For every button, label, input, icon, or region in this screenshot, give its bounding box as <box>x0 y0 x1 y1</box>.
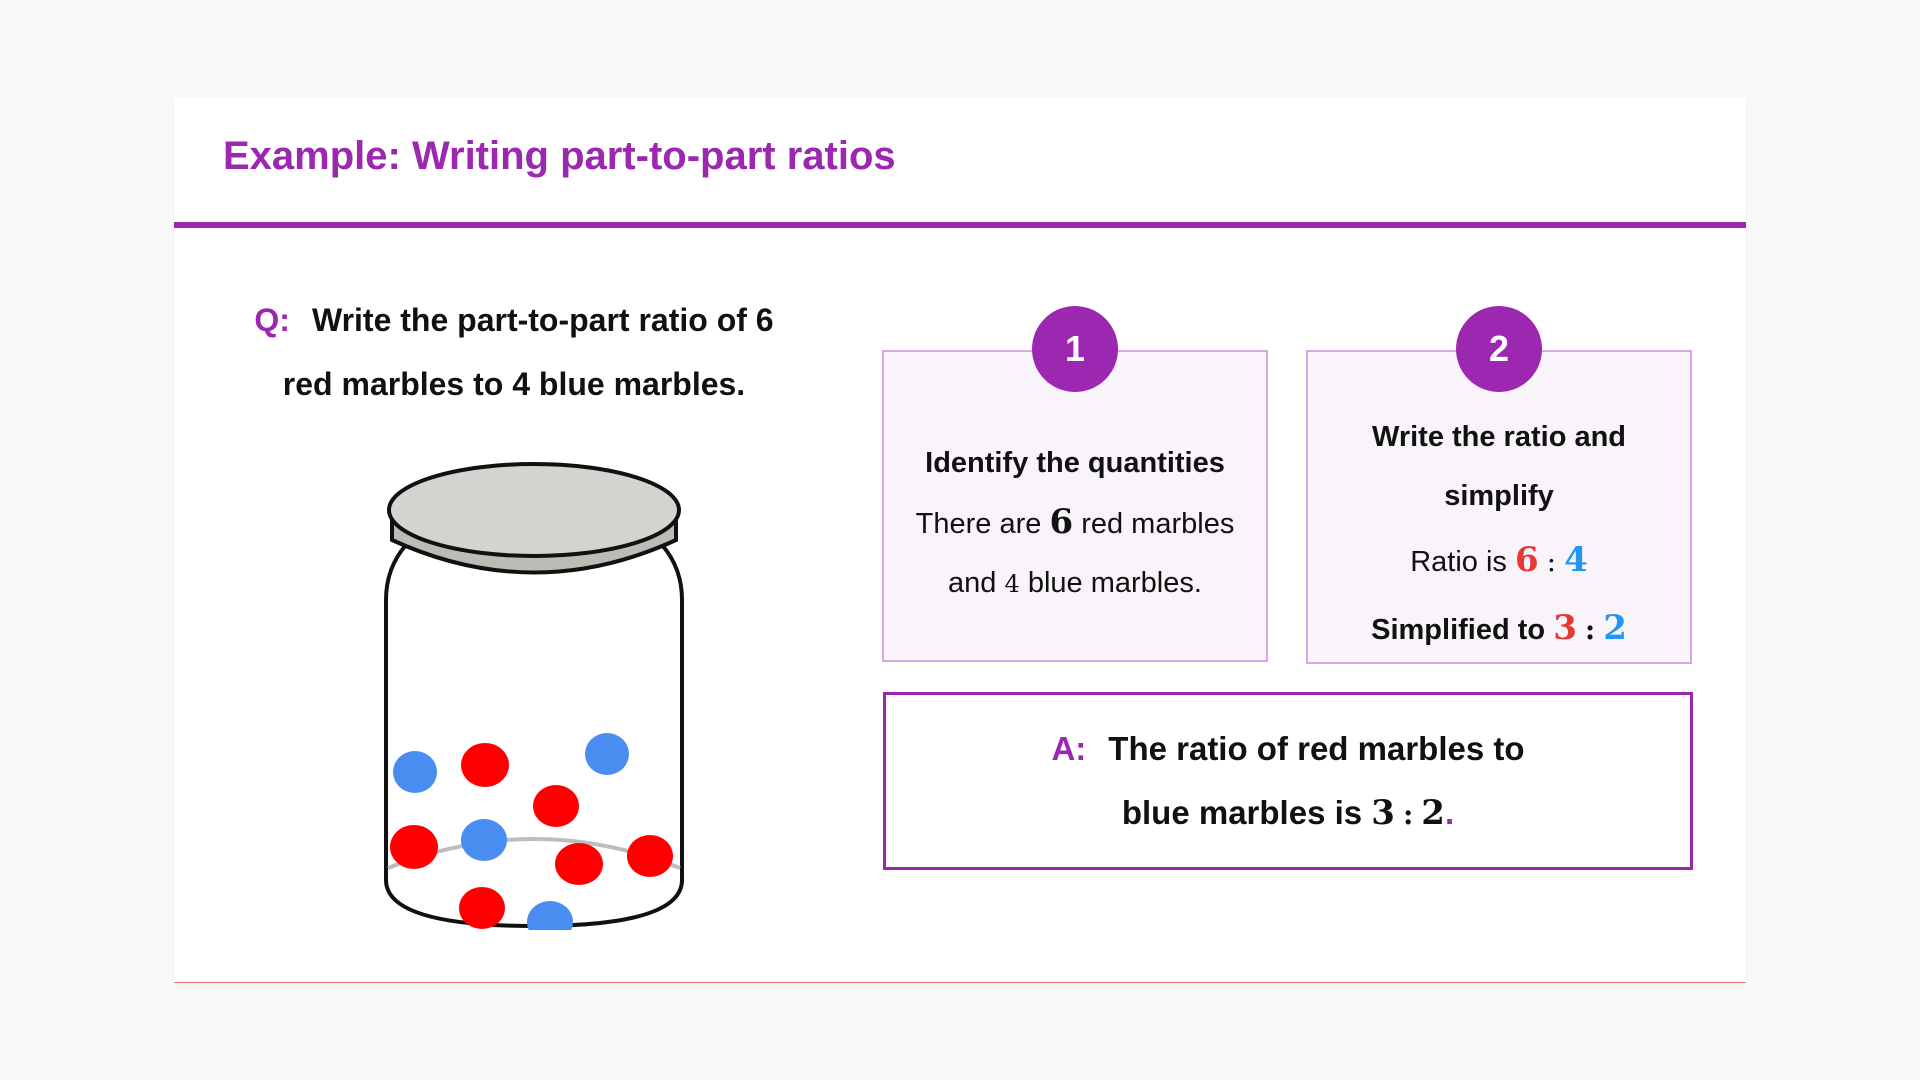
red-marble <box>533 785 579 827</box>
red-marble <box>627 835 673 877</box>
red-marble <box>459 887 505 929</box>
answer-ratio-left: 3 <box>1371 793 1395 833</box>
red-marble <box>555 843 603 885</box>
simplified-colon: : <box>1584 613 1596 646</box>
simplified-line: Simplified to 3:2 <box>1308 602 1690 656</box>
step-1-line-1: There are 6 red marbles <box>884 493 1266 554</box>
slide: Example: Writing part-to-part ratios Q: W… <box>174 98 1746 983</box>
ratio-colon: : <box>1546 545 1557 578</box>
question-line-2: red marbles to 4 blue marbles. <box>282 366 746 402</box>
simplified-left: 3 <box>1553 608 1577 648</box>
step-2-card: 2 Write the ratio and simplify Ratio is … <box>1306 306 1692 664</box>
marble-jar-illustration <box>384 462 684 930</box>
simplified-right: 2 <box>1603 608 1627 648</box>
answer-line-2: blue marbles is 3:2. <box>886 781 1690 847</box>
jar-marbles <box>390 733 673 930</box>
answer-label: A: <box>1051 730 1087 767</box>
ratio-label: Ratio is <box>1410 546 1507 578</box>
blue-marble <box>527 901 573 930</box>
step-2-badge: 2 <box>1456 306 1542 392</box>
step-2-heading-line-2: simplify <box>1444 480 1554 512</box>
step-1-line-1-pre: There are <box>915 508 1042 540</box>
red-marble <box>461 743 509 787</box>
ratio-line: Ratio is 6:4 <box>1308 534 1690 588</box>
jar-lid-top <box>387 462 681 558</box>
question-line-1: Q: Write the part-to-part ratio of 6 <box>234 288 794 352</box>
step-1-heading: Identify the quantities <box>925 447 1225 479</box>
step-1-line-2: and 4 blue marbles. <box>884 554 1266 614</box>
ratio-right: 4 <box>1564 540 1588 580</box>
blue-marble <box>393 751 437 793</box>
step-1-line-2-post: blue marbles. <box>1027 567 1202 599</box>
question-text: Q: Write the part-to-part ratio of 6 red … <box>234 288 794 416</box>
blue-marble <box>461 819 507 861</box>
answer-box: A: The ratio of red marbles to blue marbl… <box>883 692 1693 870</box>
answer-ratio-right: 2 <box>1421 793 1445 833</box>
red-count: 6 <box>1049 502 1074 542</box>
simplified-label: Simplified to <box>1371 614 1546 646</box>
question-label: Q: <box>254 302 290 338</box>
blue-marble <box>585 733 629 775</box>
step-1-card: 1 Identify the quantities There are 6 re… <box>882 306 1268 662</box>
ratio-left: 6 <box>1514 540 1539 580</box>
answer-period: . <box>1444 794 1455 831</box>
slide-title: Example: Writing part-to-part ratios <box>223 134 896 178</box>
red-marble <box>390 825 438 869</box>
step-1-line-1-post: red marbles <box>1081 508 1235 540</box>
answer-line-2-pre: blue marbles is <box>1121 794 1363 831</box>
answer-line-1-text: The ratio of red marbles to <box>1108 730 1525 767</box>
step-1-body: Identify the quantities There are 6 red … <box>884 434 1266 614</box>
step-2-heading-line-1: Write the ratio and <box>1371 421 1627 453</box>
step-2-body: Write the ratio and simplify Ratio is 6:… <box>1308 408 1690 656</box>
answer-line-1: A: The ratio of red marbles to <box>886 717 1690 781</box>
step-1-badge: 1 <box>1032 306 1118 392</box>
step-1-line-2-pre: and <box>948 567 997 599</box>
title-divider <box>174 222 1746 228</box>
answer-ratio-colon: : <box>1402 798 1414 831</box>
blue-count: 4 <box>1004 570 1020 598</box>
question-line-1-text: Write the part-to-part ratio of 6 <box>311 302 774 338</box>
